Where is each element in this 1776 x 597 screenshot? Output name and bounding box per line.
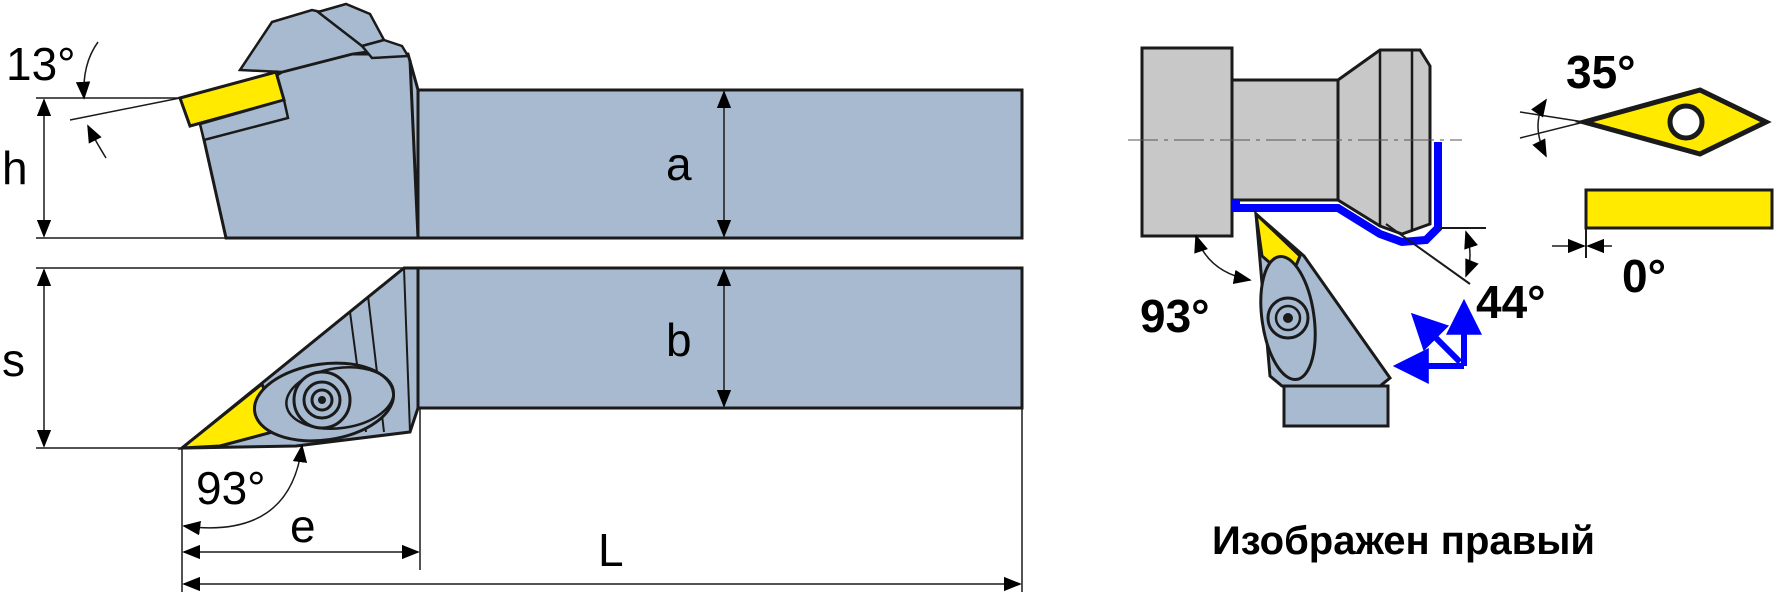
label-s: s [2,334,25,386]
label-13deg: 13° [6,38,76,90]
label-0deg: 0° [1622,250,1666,302]
relief-insert-icon [1584,188,1774,230]
shank-side [416,88,1024,240]
label-93deg-right: 93° [1140,290,1210,342]
top-view: s b 93° e L [2,266,1024,592]
label-h: h [2,142,28,194]
workpiece-chuck [1140,46,1234,238]
caption: Изображен правый [1212,519,1595,563]
machined-profile [1232,142,1442,247]
feed-arrow-diag [1410,312,1463,365]
label-93deg: 93° [196,462,266,514]
shank-top [416,266,1024,410]
label-b: b [666,314,692,366]
head-side [198,52,420,240]
label-35deg: 35° [1566,46,1636,98]
side-view: 13° h a [2,2,1024,240]
label-e: e [290,500,316,552]
label-L: L [598,524,624,576]
label-44deg: 44° [1476,276,1546,328]
machining-schematic: 35° 93° 44° 0° Изображен правый [1128,46,1774,563]
label-a: a [666,138,692,190]
